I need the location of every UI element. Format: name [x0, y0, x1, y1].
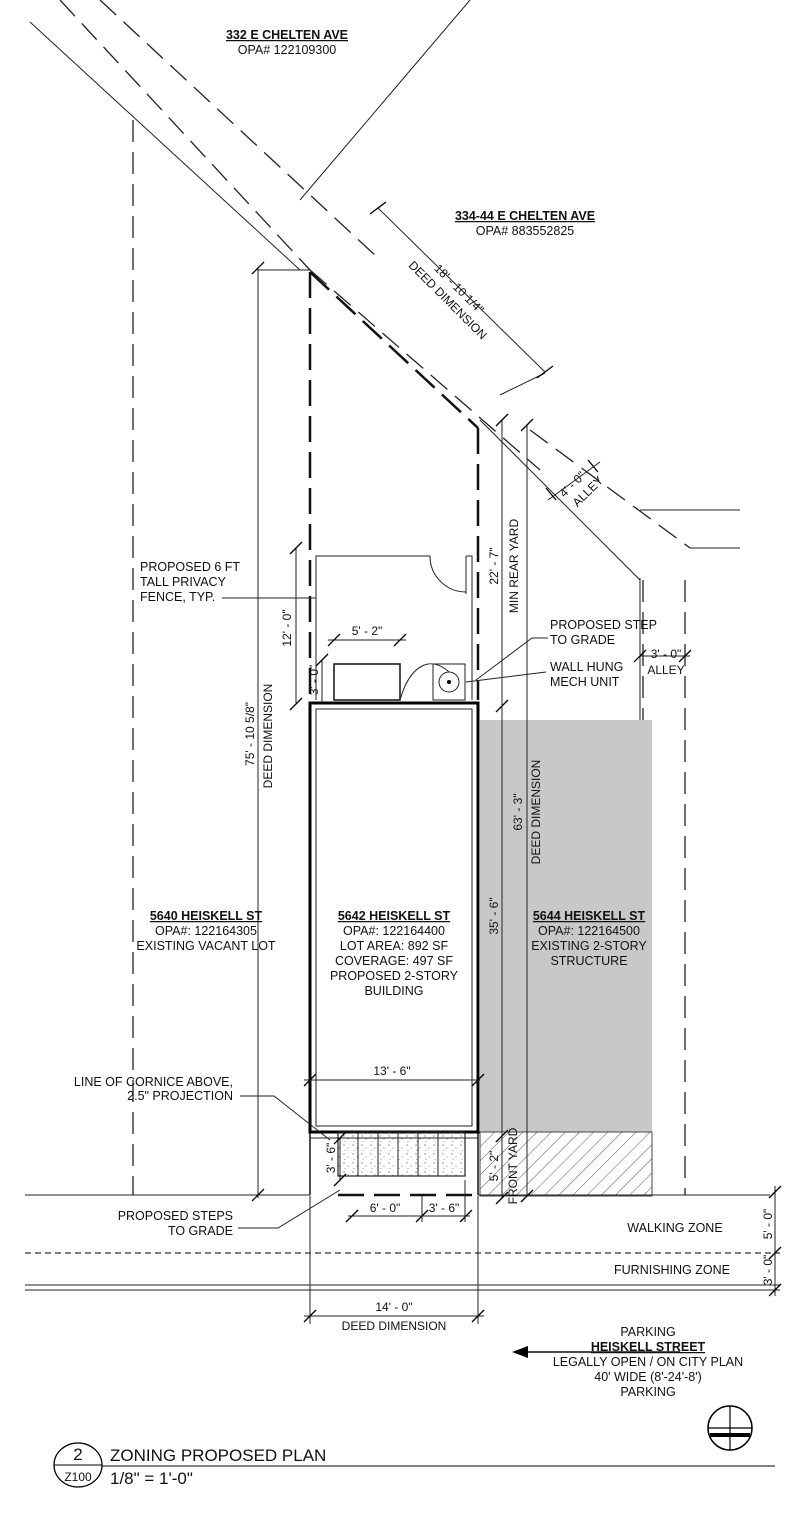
north-right-name: 334-44 E CHELTEN AVE: [455, 209, 595, 223]
east-deed-label: DEED DIMENSION: [529, 760, 543, 865]
walking-zone-dim: 5' - 0": [761, 1209, 775, 1240]
front-steps: [337, 1131, 466, 1177]
fence-note-line1: PROPOSED 6 FT: [140, 560, 240, 574]
alley-width-2-dim: 3' - 0": [651, 647, 682, 661]
fence-depth-dim: 12' - 0": [280, 609, 294, 646]
street-width: 40' WIDE (8'-24'-8'): [594, 1370, 702, 1384]
subject-coverage: COVERAGE: 497 SF: [335, 954, 453, 968]
dimension-lines: [251, 201, 782, 1324]
building-depth-dim: 35' - 6": [487, 897, 501, 934]
title-text: ZONING PROPOSED PLAN: [110, 1446, 326, 1465]
east-desc-line1: EXISTING 2-STORY: [531, 939, 647, 953]
leader-lines: [222, 597, 548, 1229]
east-existing-structure: [480, 720, 652, 1132]
north-arrow-icon: [707, 1405, 753, 1451]
mech-depth-dim: 3' - 0": [307, 665, 321, 696]
step-treads: [357, 1132, 439, 1176]
front-yard-dim: 5' - 2": [487, 1151, 501, 1182]
north-top-name: 332 E CHELTEN AVE: [226, 28, 348, 42]
steps-offset-dim: 3' - 6": [429, 1201, 460, 1215]
subject-desc-line1: PROPOSED 2-STORY: [330, 969, 459, 983]
street-status: LEGALLY OPEN / ON CITY PLAN: [553, 1355, 743, 1369]
title-block: [53, 1442, 775, 1488]
mech-unit: [333, 663, 466, 701]
subject-name: 5642 HEISKELL ST: [338, 909, 451, 923]
north-right-opa: OPA# 883552825: [476, 224, 575, 238]
subject-opa: OPA#: 122164400: [343, 924, 445, 938]
cornice-note-line1: LINE OF CORNICE ABOVE,: [74, 1075, 233, 1089]
north-top-opa: OPA# 122109300: [238, 43, 337, 57]
building-width-dim: 13' - 6": [373, 1064, 410, 1078]
title-number: 2: [73, 1445, 82, 1464]
step-note-line2: TO GRADE: [550, 633, 615, 647]
furnishing-zone-label: FURNISHING ZONE: [614, 1263, 730, 1277]
alley-label-2: ALLEY: [647, 663, 684, 677]
street-parking-bottom: PARKING: [620, 1385, 675, 1399]
west-name: 5640 HEISKELL ST: [150, 909, 263, 923]
east-opa: OPA#: 122164500: [538, 924, 640, 938]
fence-note-line2: TALL PRIVACY: [140, 575, 227, 589]
lot-width-dim: 14' - 0": [375, 1300, 412, 1314]
side-deed-label: DEED DIMENSION: [261, 684, 275, 789]
cornice-note-line2: 2.5" PROJECTION: [127, 1089, 233, 1103]
sidewalk-zones: [25, 1194, 780, 1291]
lot-width-label: DEED DIMENSION: [342, 1319, 447, 1333]
steps-note-line2: TO GRADE: [168, 1224, 233, 1238]
title-sheet: Z100: [64, 1470, 92, 1484]
east-front-yard-hatch: [479, 1131, 653, 1197]
subject-area: LOT AREA: 892 SF: [340, 939, 449, 953]
chelten-ave-lines: [29, 0, 740, 581]
east-desc-line2: STRUCTURE: [550, 954, 627, 968]
east-deed-dim: 63' - 3": [511, 793, 525, 830]
street-direction-arrow: [512, 1346, 680, 1358]
west-opa: OPA#: 122164305: [155, 924, 257, 938]
mech-width-dim: 5' - 2": [352, 624, 383, 638]
side-deed-dim: 75' - 10 5/8": [243, 702, 257, 766]
subject-desc-line2: BUILDING: [364, 984, 423, 998]
steps-note-line1: PROPOSED STEPS: [118, 1209, 233, 1223]
privacy-fence: [315, 555, 473, 700]
fence-note-line3: FENCE, TYP.: [140, 590, 215, 604]
west-desc: EXISTING VACANT LOT: [136, 939, 276, 953]
street-parking-top: PARKING: [620, 1325, 675, 1339]
min-rear-yard-dim: 22' - 7": [487, 547, 501, 584]
step-note-line1: PROPOSED STEP: [550, 618, 657, 632]
steps-width-dim: 6' - 0": [370, 1201, 401, 1215]
mech-note-line2: MECH UNIT: [550, 675, 620, 689]
furnishing-zone-dim: 3' - 0": [761, 1255, 775, 1286]
front-yard-label: FRONT YARD: [506, 1127, 520, 1204]
subject-lot-boundary: [308, 271, 480, 1195]
min-rear-yard-label: MIN REAR YARD: [507, 519, 521, 614]
street-name: HEISKELL STREET: [591, 1340, 706, 1354]
east-name: 5644 HEISKELL ST: [533, 909, 646, 923]
mech-note-line1: WALL HUNG: [550, 660, 623, 674]
walking-zone-label: WALKING ZONE: [627, 1221, 722, 1235]
steps-depth-dim: 3' - 6": [324, 1143, 338, 1174]
title-scale: 1/8" = 1'-0": [110, 1469, 193, 1488]
